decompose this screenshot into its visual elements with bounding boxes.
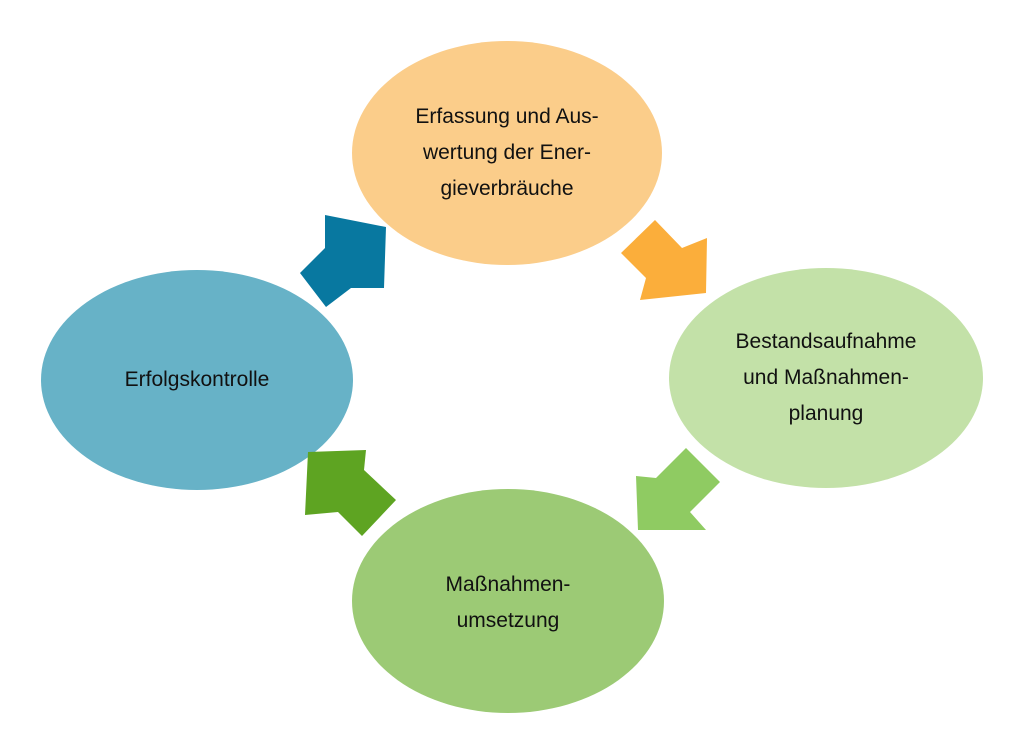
node-label-line: Erfolgskontrolle <box>124 368 270 391</box>
node-label-line: Maßnahmen- <box>445 573 571 596</box>
node-label-line: gieverbräuche <box>440 177 574 200</box>
node-label-line: wertung der Ener- <box>422 141 592 164</box>
node-umsetzung <box>352 489 664 713</box>
arrow-to-erfolgskontrolle <box>305 450 396 536</box>
node-label-umsetzung: Maßnahmen- umsetzung <box>358 565 658 641</box>
arrow-to-bestandsaufnahme <box>621 220 707 300</box>
node-erfolgskontrolle <box>41 270 353 490</box>
node-label-line: planung <box>788 402 864 425</box>
node-label-line: und Maßnahmen- <box>743 366 909 389</box>
arrow-to-erfassung <box>300 215 386 307</box>
node-label-erfolgskontrolle: Erfolgskontrolle <box>47 362 347 398</box>
node-erfassung <box>352 41 662 265</box>
node-label-bestandsaufnahme: Bestandsaufnahme und Maßnahmen- planung <box>676 322 976 434</box>
node-label-line: umsetzung <box>456 609 560 632</box>
node-label-line: Bestandsaufnahme <box>735 330 917 353</box>
arrow-to-umsetzung <box>636 448 720 530</box>
node-label-erfassung: Erfassung und Aus- wertung der Ener- gie… <box>357 97 657 209</box>
node-label-line: Erfassung und Aus- <box>415 105 599 128</box>
node-bestandsaufnahme <box>669 268 983 488</box>
